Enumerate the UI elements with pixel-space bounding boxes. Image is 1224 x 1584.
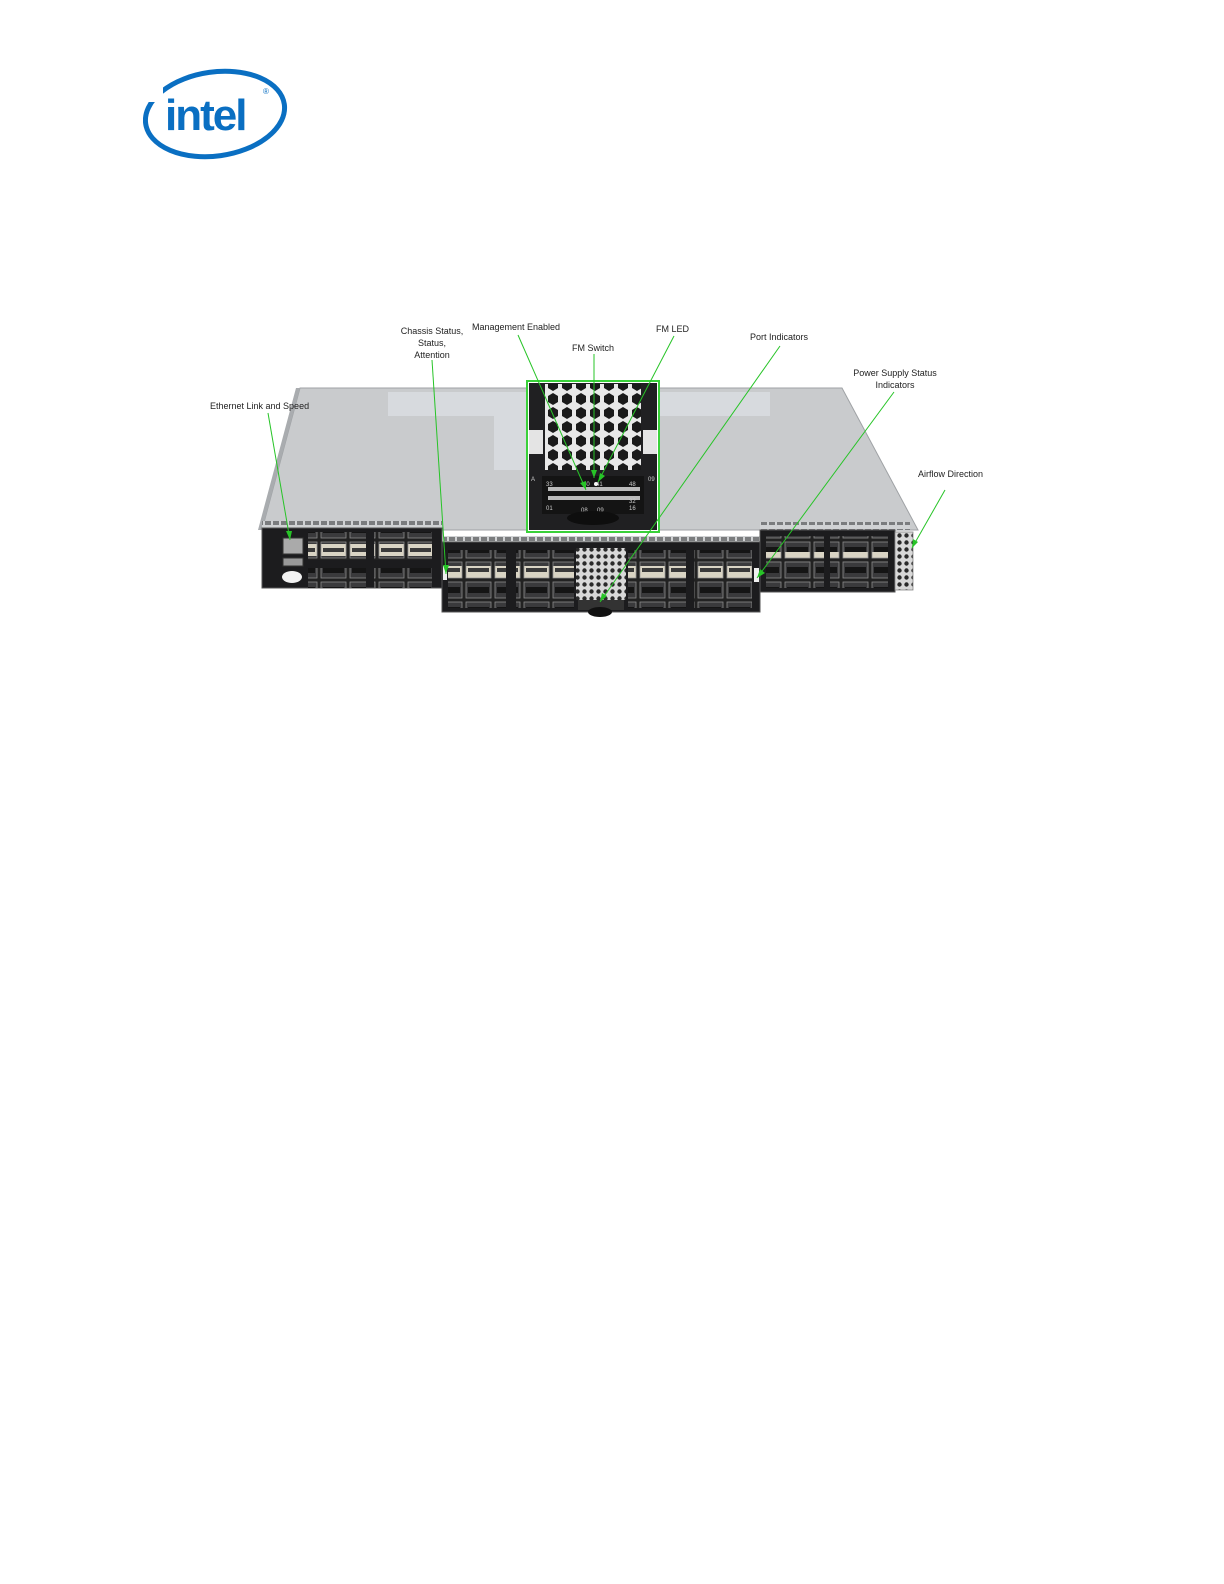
callout-psu-line-2: Indicators [850,379,940,391]
qsfp-ports-left-top-lit [308,544,366,556]
inset-label-bottom-left: 01 [546,506,553,512]
callout-port-indicators-line-1: Port Indicators [750,331,808,343]
qsfp-ports-right-2-lit [830,552,888,562]
callout-fm-switch-line-1: FM Switch [572,342,614,354]
inset-label-bottom-right: 16 [629,506,636,512]
fm-module-latch [588,607,612,617]
inset-left-bracket [529,430,543,454]
vent-strip-right [760,522,910,530]
callout-ethernet-link-speed: Ethernet Link and Speed [210,400,309,412]
callout-line-airflow [912,490,945,548]
inset-label-side-left: A [531,477,535,483]
callout-chassis-status: Chassis Status, Status, Attention [398,325,466,361]
qsfp-ports-center-1-lit [448,566,506,578]
inset-label-top-right: 48 [629,482,636,488]
panel-intel-badge [282,571,302,583]
callout-power-supply-status: Power Supply Status Indicators [850,367,940,391]
qsfp-ports-center-1 [448,550,506,608]
inset-latch [567,511,619,525]
fm-module-grille [576,548,626,600]
inset-right-bracket [643,430,657,454]
qsfp-ports-center-3 [628,550,686,608]
callout-port-indicators: Port Indicators [750,331,808,343]
qsfp-ports-left-bottom [308,568,366,588]
ethernet-port [283,538,303,554]
callout-ethernet-line-1: Ethernet Link and Speed [210,400,309,412]
callout-management-enabled: Management Enabled [472,321,560,333]
inset-label-top-left: 33 [546,482,553,488]
callout-fm-led: FM LED [656,323,689,335]
inset-label-mid-right: 32 [629,499,636,505]
qsfp-ports-left-top-2-lit [374,544,432,556]
psu-grille [895,532,913,590]
inset-label-side-right: 09 [648,477,655,483]
callout-airflow-direction: Airflow Direction [918,468,983,480]
callout-psu-line-1: Power Supply Status [850,367,940,379]
callout-chassis-line-1: Chassis Status, [398,325,466,337]
callout-management-line-1: Management Enabled [472,321,560,333]
callout-fm-switch: FM Switch [572,342,614,354]
usb-port [283,558,303,566]
callout-airflow-line-1: Airflow Direction [918,468,983,480]
qsfp-ports-center-3-lit [628,566,686,578]
qsfp-ports-left-bottom-2 [374,568,432,588]
callout-chassis-line-3: Attention [398,349,466,361]
arrowhead-airflow [912,539,918,548]
callout-chassis-line-2: Status, [398,337,466,349]
fm-led-dot [594,482,598,486]
callout-fm-led-line-1: FM LED [656,323,689,335]
qsfp-ports-center-4-lit [694,566,752,578]
qsfp-ports-center-2-lit [516,566,574,578]
qsfp-ports-center-2 [516,550,574,608]
qsfp-ports-center-4 [694,550,752,608]
